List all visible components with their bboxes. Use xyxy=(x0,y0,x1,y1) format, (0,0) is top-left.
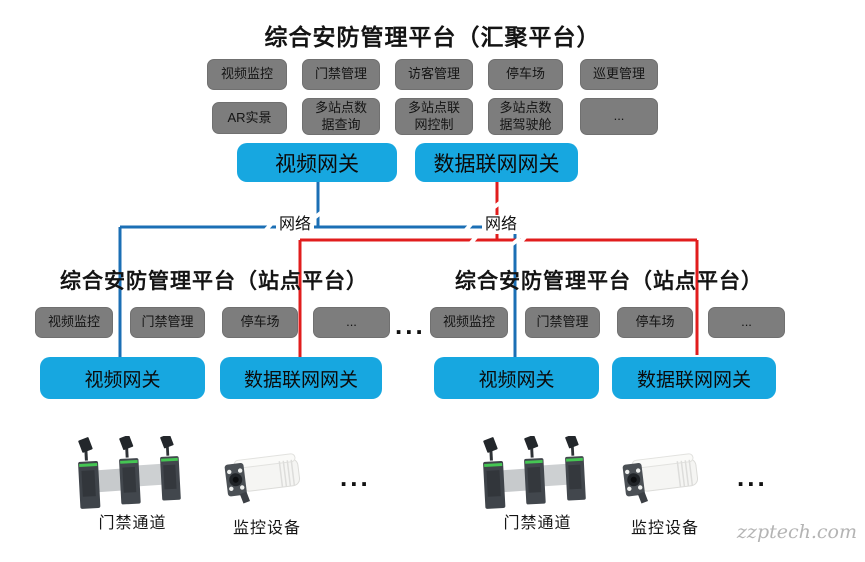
hub-module-video-surveillance: 视频监控 xyxy=(207,59,287,90)
turnstile-gate-illustration xyxy=(78,436,181,509)
network-break-marks xyxy=(262,199,529,248)
site-right-gate-label: 门禁通道 xyxy=(503,515,572,532)
site-right-module-video-surveillance: 视频监控 xyxy=(430,307,508,338)
hub-video-gateway: 视频网关 xyxy=(237,143,397,182)
site-left-camera-label: 监控设备 xyxy=(232,520,301,537)
site-right-module-more: ... xyxy=(708,307,785,338)
site-right-data-gateway: 数据联网网关 xyxy=(612,357,776,399)
hub-module-more: ... xyxy=(580,98,658,135)
site-left-module-video-surveillance: 视频监控 xyxy=(35,307,113,338)
cctv-camera-illustration xyxy=(622,453,699,504)
hub-module-multisite-network-control: 多站点联网控制 xyxy=(395,98,473,135)
hub-module-parking: 停车场 xyxy=(488,59,563,90)
hub-module-visitor-management: 访客管理 xyxy=(395,59,473,90)
hub-module-ar-view: AR实景 xyxy=(212,102,287,134)
site-right-camera-label: 监控设备 xyxy=(630,520,699,537)
data-network-line xyxy=(298,182,699,357)
turnstile-gate-illustration xyxy=(483,436,586,509)
site-left-module-parking: 停车场 xyxy=(222,307,298,338)
sites-ellipsis: ... xyxy=(395,310,426,340)
site-left-devices-ellipsis: ... xyxy=(340,462,371,492)
hub-module-multisite-data-cockpit: 多站点数据驾驶舱 xyxy=(488,98,563,135)
network-label-right: 网络 xyxy=(482,215,520,234)
site-right-title: 综合安防管理平台（站点平台） xyxy=(455,270,763,293)
site-right-module-parking: 停车场 xyxy=(617,307,693,338)
watermark: zzptech.com xyxy=(736,521,857,543)
hub-module-multisite-data-query: 多站点数据查询 xyxy=(302,98,380,135)
hub-data-gateway: 数据联网网关 xyxy=(415,143,578,182)
site-left-gate-label: 门禁通道 xyxy=(98,515,167,532)
site-right-video-gateway: 视频网关 xyxy=(434,357,599,399)
hub-module-patrol: 巡更管理 xyxy=(580,59,658,90)
hub-platform-title: 综合安防管理平台（汇聚平台） xyxy=(264,24,601,50)
hub-module-access-control: 门禁管理 xyxy=(302,59,380,90)
site-left-title: 综合安防管理平台（站点平台） xyxy=(60,270,368,293)
site-right-devices-ellipsis: ... xyxy=(737,462,768,492)
site-left-data-gateway: 数据联网网关 xyxy=(220,357,382,399)
site-left-video-gateway: 视频网关 xyxy=(40,357,205,399)
site-right-module-access-control: 门禁管理 xyxy=(525,307,600,338)
site-left-module-more: ... xyxy=(313,307,390,338)
site-left-module-access-control: 门禁管理 xyxy=(130,307,205,338)
network-label-left: 网络 xyxy=(276,215,314,234)
cctv-camera-illustration xyxy=(224,453,301,504)
video-network-line xyxy=(118,182,517,357)
